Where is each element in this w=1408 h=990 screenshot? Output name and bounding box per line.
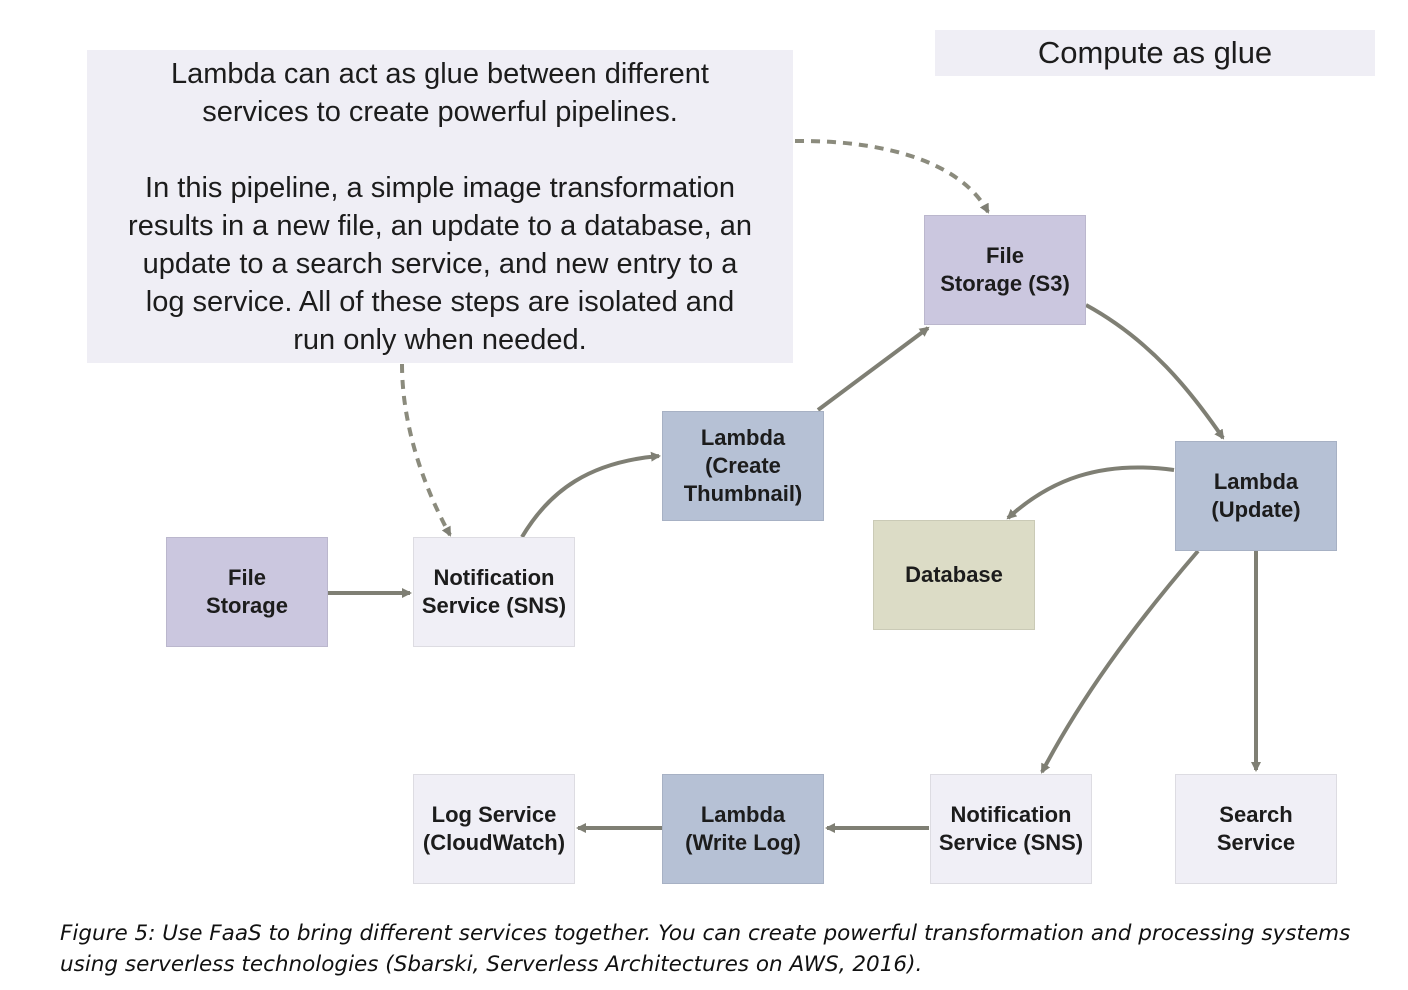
node-lambda-create-thumbnail: Lambda (Create Thumbnail): [662, 411, 824, 521]
arrow-lambda-thumbnail-to-s3: [816, 326, 930, 412]
figure-caption: Figure 5: Use FaaS to bring different se…: [60, 918, 1380, 980]
arrow-s3-to-lambda-update: [1085, 303, 1225, 440]
description-line: results in a new file, an update to a da…: [128, 210, 752, 242]
node-database: Database: [873, 520, 1035, 630]
node-notification-service-top: Notification Service (SNS): [413, 537, 575, 647]
description-line: Lambda can act as glue between different: [171, 58, 709, 90]
description-callout: Lambda can act as glue between different…: [87, 50, 793, 363]
callout-connector-sns: [400, 363, 452, 537]
description-line: log service. All of these steps are isol…: [145, 286, 735, 318]
node-log-service: Log Service (CloudWatch): [413, 774, 575, 884]
description-line: run only when needed.: [293, 324, 587, 356]
node-notification-service-bottom: Notification Service (SNS): [930, 774, 1092, 884]
description-line: In this pipeline, a simple image transfo…: [145, 172, 735, 204]
node-search-service: Search Service: [1175, 774, 1337, 884]
arrow-lambda-update-to-database: [1006, 465, 1175, 520]
node-file-storage-s3: File Storage (S3): [924, 215, 1086, 325]
arrow-lambda-update-to-notification: [1040, 549, 1200, 774]
diagram-title: Compute as glue: [935, 30, 1375, 76]
node-file-storage: File Storage: [166, 537, 328, 647]
arrow-sns-to-lambda-thumbnail: [520, 451, 661, 539]
caption-line: Figure 5: Use FaaS to bring different se…: [60, 921, 1351, 946]
node-lambda-write-log: Lambda (Write Log): [662, 774, 824, 884]
node-lambda-update: Lambda (Update): [1175, 441, 1337, 551]
callout-connector-s3: [794, 138, 990, 214]
description-line: services to create powerful pipelines.: [202, 96, 678, 128]
description-line: update to a search service, and new entr…: [142, 248, 738, 280]
caption-line: using serverless technologies (Sbarski, …: [60, 952, 923, 977]
